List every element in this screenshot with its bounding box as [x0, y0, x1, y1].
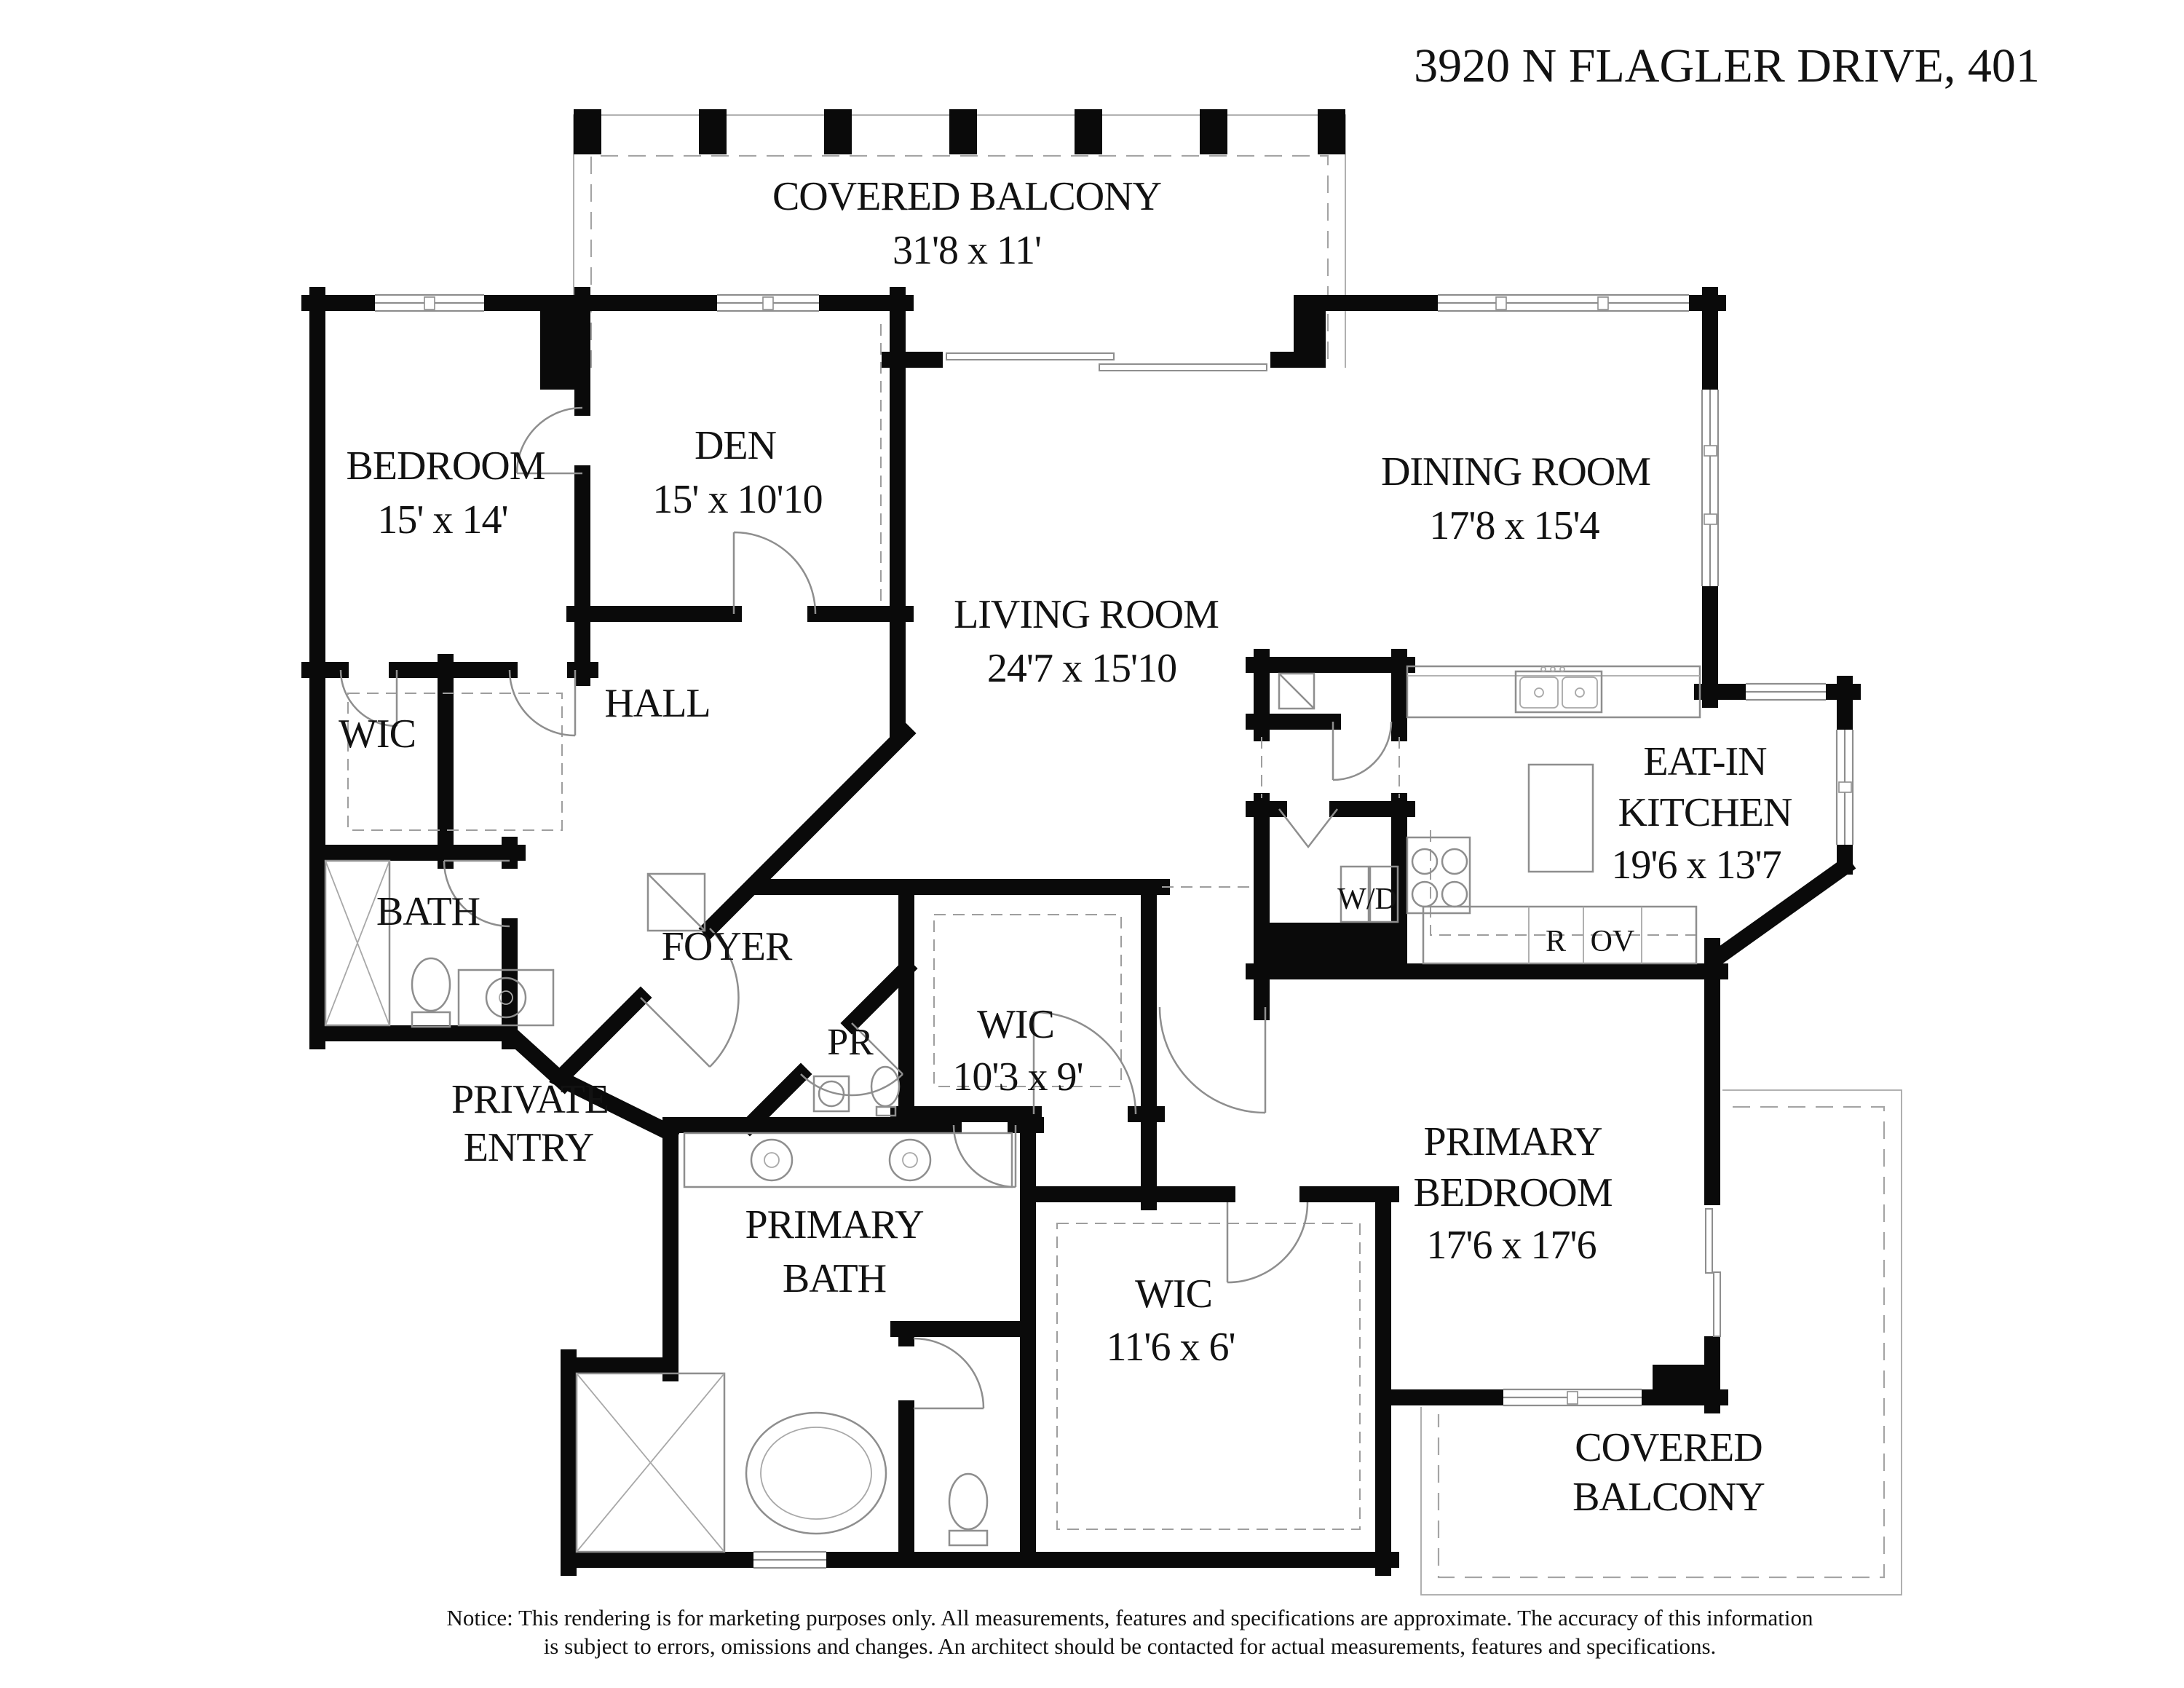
label-living-name: LIVING ROOM [954, 592, 1219, 637]
window-bedroom [375, 293, 484, 312]
primary-shower [575, 1372, 726, 1553]
label-primary-bath-line2: BATH [783, 1256, 886, 1301]
closet-rod-wic-lower [1056, 1223, 1361, 1530]
page-title: 3920 N FLAGLER DRIVE, 401 [1414, 39, 2040, 92]
balcony-top-structure [573, 109, 1346, 368]
label-den-dims: 15' x 10'10 [652, 477, 822, 522]
label-dining-dims: 17'8 x 15'4 [1429, 503, 1599, 548]
window-bay-top [1746, 682, 1826, 701]
door-wic-primary [1032, 1011, 1137, 1115]
bath-left-shower [324, 859, 391, 1027]
sliding-door-living-balcony [943, 350, 1270, 371]
labels: 3920 N FLAGLER DRIVE, 401 COVERED BALCON… [339, 39, 2040, 1659]
doors [339, 406, 1393, 1410]
washer-dryer-units [1340, 865, 1399, 923]
balcony-bottom-outline [1420, 1089, 1902, 1596]
label-wic-primary-name: WIC [977, 1002, 1054, 1047]
balcony-pillars [574, 109, 1345, 154]
window-dining-right [1701, 390, 1720, 586]
window-den [717, 293, 819, 312]
closet-rod-wic-left [347, 693, 563, 831]
kitchen-cooktop [1406, 836, 1471, 915]
window-bay-right [1835, 730, 1854, 845]
primary-toilet [948, 1472, 989, 1547]
door-private-entry [640, 928, 740, 1068]
door-primary-bath [952, 1124, 1017, 1188]
primary-vanity [683, 1132, 1013, 1188]
label-oven: OV [1591, 925, 1635, 958]
label-wic-left: WIC [339, 711, 416, 757]
sliding-door-primary-balcony [1703, 1205, 1722, 1337]
label-powder-room: PR [827, 1022, 874, 1063]
label-balcony-bottom-line1: COVERED [1575, 1425, 1762, 1470]
notice-line2: is subject to errors, omissions and chan… [544, 1633, 1717, 1659]
door-bedroom-partition [515, 406, 583, 475]
bedroom-chase [540, 311, 588, 390]
closet-rod-wic-primary [933, 914, 1122, 1087]
label-den-name: DEN [695, 423, 777, 468]
primary-corner-step [1653, 1365, 1715, 1401]
label-dining-name: DINING ROOM [1381, 449, 1650, 494]
kitchen-sink [1514, 666, 1603, 714]
label-kitchen-line1: EAT-IN [1643, 739, 1767, 784]
balcony-top-dashed-edge [590, 154, 1329, 368]
balcony-bottom-dashed-edge [1437, 1105, 1886, 1579]
window-primary-bottom [1503, 1388, 1642, 1407]
door-powder-room [800, 1022, 903, 1097]
door-bath-left [443, 859, 510, 928]
window-dining-top [1438, 293, 1689, 312]
label-hall: HALL [604, 681, 710, 726]
hall-closet-shelf [1278, 672, 1315, 710]
label-living-dims: 24'7 x 15'10 [987, 646, 1176, 691]
kitchen-counter-dashed [1430, 830, 1696, 936]
kitchen-island [1527, 763, 1594, 873]
window-bath-bottom [753, 1550, 826, 1569]
label-primary-bath-line1: PRIMARY [745, 1202, 924, 1247]
label-primary-bedroom-dims: 17'6 x 17'6 [1426, 1223, 1596, 1268]
kitchen-counter [1406, 665, 1701, 719]
door-primary-bedroom [1158, 1006, 1267, 1114]
label-balcony-top-dims: 31'8 x 11' [893, 228, 1041, 273]
label-entry-line1: PRIVATE [451, 1077, 609, 1122]
door-hall-closet [1332, 721, 1393, 781]
door-bedroom-to-hall [508, 669, 577, 737]
door-wic-lower [1226, 1202, 1309, 1284]
label-refrigerator: R [1546, 925, 1566, 958]
label-bath-left: BATH [376, 889, 480, 934]
laundry-wall-band [1254, 923, 1407, 966]
windows [375, 293, 1854, 1569]
bath-left-toilet [411, 957, 451, 1028]
notice-line1: Notice: This rendering is for marketing … [447, 1605, 1813, 1630]
label-kitchen-line2: KITCHEN [1618, 790, 1792, 835]
door-laundry-bifold [1278, 808, 1338, 849]
label-wic-primary-dims: 10'3 x 9' [952, 1054, 1083, 1100]
fixtures [324, 665, 1701, 1553]
label-wic-lower-name: WIC [1135, 1271, 1212, 1317]
label-balcony-bottom-line2: BALCONY [1572, 1475, 1765, 1520]
label-entry-line2: ENTRY [464, 1125, 594, 1170]
door-toilet-compartment [913, 1337, 985, 1410]
label-foyer: FOYER [662, 924, 793, 969]
label-balcony-top-name: COVERED BALCONY [772, 174, 1162, 219]
kitchen-appliance-run [1422, 905, 1698, 965]
primary-tub [745, 1411, 887, 1535]
label-kitchen-dims: 19'6 x 13'7 [1611, 843, 1781, 888]
pier-dining-left [1294, 295, 1326, 368]
label-bedroom-name: BEDROOM [346, 443, 545, 489]
powder-sink [812, 1075, 850, 1113]
door-bedroom-to-wic [339, 669, 398, 727]
label-primary-bedroom-line1: PRIMARY [1423, 1119, 1602, 1164]
dashed-openings [347, 324, 1696, 1530]
cased-opening-passage [1261, 737, 1400, 798]
label-washer-dryer: W/D [1337, 883, 1397, 916]
foyer-closet-shelf [646, 872, 706, 932]
label-wic-lower-dims: 11'6 x 6' [1106, 1325, 1235, 1370]
door-den [732, 531, 817, 615]
label-bedroom-dims: 15' x 14' [377, 497, 507, 543]
bath-left-vanity [457, 969, 555, 1027]
powder-toilet [870, 1065, 901, 1117]
label-primary-bedroom-line2: BEDROOM [1413, 1170, 1612, 1215]
balcony-bottom-structure [1420, 1089, 1902, 1596]
